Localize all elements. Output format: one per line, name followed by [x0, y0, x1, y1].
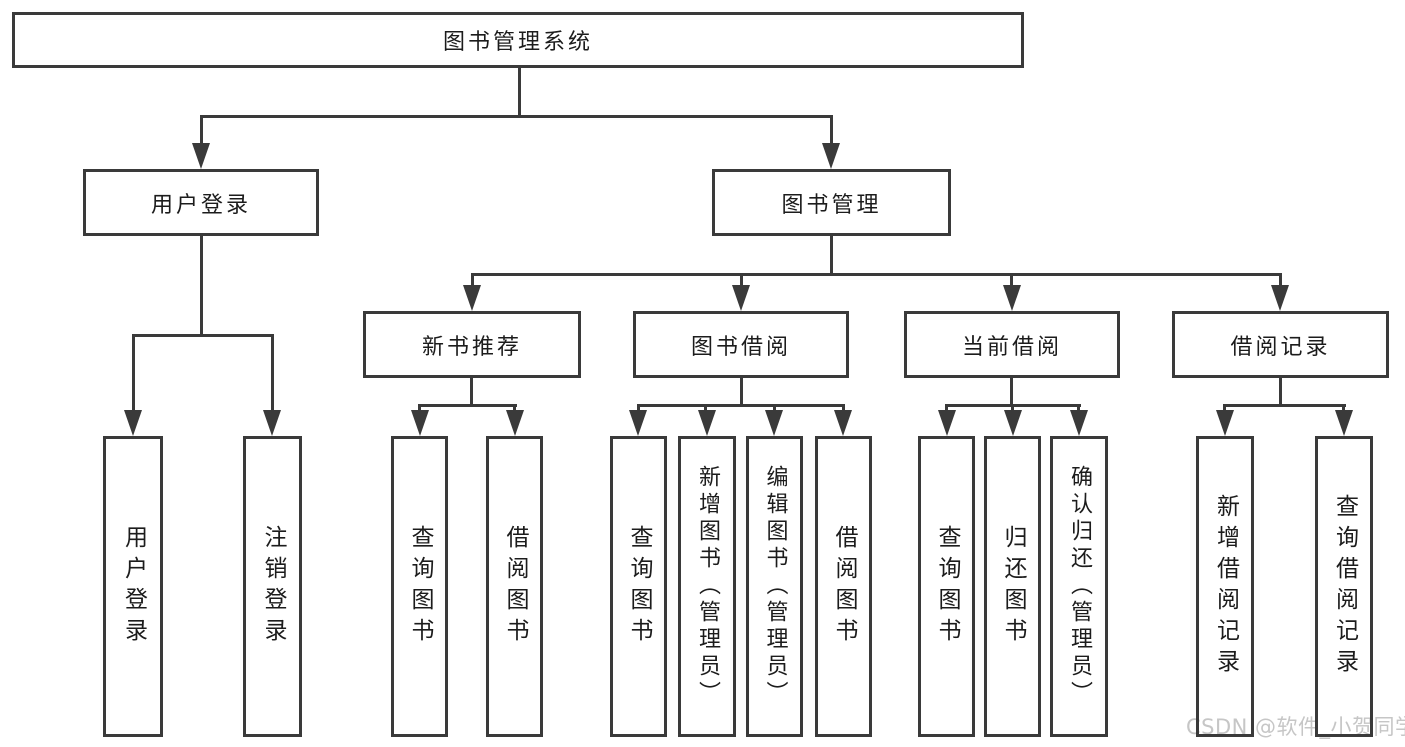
connector: [471, 273, 1281, 276]
arrowhead-down-icon: [732, 285, 750, 311]
connector: [132, 334, 135, 414]
connector: [200, 236, 203, 334]
arrowhead-down-icon: [263, 410, 281, 436]
arrowhead-down-icon: [506, 410, 524, 436]
leaf-label: 查询图书: [407, 524, 433, 649]
leaf-label: 查询借阅记录: [1331, 493, 1358, 680]
arrowhead-down-icon: [1216, 410, 1234, 436]
leaf-label: 新增借阅记录: [1212, 493, 1239, 680]
arrowhead-down-icon: [1335, 410, 1353, 436]
connector: [1223, 404, 1346, 407]
arrowhead-down-icon: [1003, 285, 1021, 311]
arrowhead-down-icon: [1271, 285, 1289, 311]
connector: [200, 115, 203, 151]
csdn-watermark: CSDN @软件_小贺同学: [1186, 715, 1405, 739]
connector: [1010, 273, 1013, 289]
connector: [830, 115, 833, 151]
node-current-borrow: 当前借阅: [904, 311, 1120, 378]
arrowhead-down-icon: [192, 143, 210, 169]
leaf-borrow-query-books: 查询图书: [610, 436, 667, 737]
leaf-label: 查询图书: [934, 524, 960, 649]
leaf-query-borrow-record: 查询借阅记录: [1315, 436, 1373, 737]
connector: [637, 404, 845, 407]
node-borrow-records: 借阅记录: [1172, 311, 1389, 378]
connector: [830, 236, 833, 273]
leaf-logout: 注销登录: [243, 436, 302, 737]
leaf-label: 新增图书（管理员）: [695, 465, 720, 708]
connector: [1010, 378, 1013, 404]
node-book-borrow: 图书借阅: [633, 311, 849, 378]
leaf-label: 确认归还（管理员）: [1067, 465, 1092, 708]
arrowhead-down-icon: [124, 410, 142, 436]
arrowhead-down-icon: [765, 410, 783, 436]
leaf-recommend-borrow-books: 借阅图书: [486, 436, 543, 737]
leaf-borrow-books: 借阅图书: [815, 436, 872, 737]
leaf-add-books-admin: 新增图书（管理员）: [678, 436, 736, 737]
connector: [740, 378, 743, 404]
leaf-confirm-return-admin: 确认归还（管理员）: [1050, 436, 1108, 737]
leaf-label: 借阅图书: [502, 524, 528, 649]
leaf-label: 注销登录: [260, 524, 286, 649]
arrowhead-down-icon: [1004, 410, 1022, 436]
connector: [470, 378, 473, 404]
leaf-label: 编辑图书（管理员）: [762, 465, 788, 708]
leaf-user-login: 用户登录: [103, 436, 163, 737]
connector: [471, 273, 474, 289]
leaf-add-borrow-record: 新增借阅记录: [1196, 436, 1254, 737]
leaf-label: 借阅图书: [831, 524, 857, 649]
node-book-management: 图书管理: [712, 169, 951, 236]
arrowhead-down-icon: [1070, 410, 1088, 436]
arrowhead-down-icon: [938, 410, 956, 436]
connector: [132, 334, 274, 337]
leaf-recommend-query-books: 查询图书: [391, 436, 448, 737]
connector: [271, 334, 274, 414]
connector: [418, 404, 517, 407]
arrowhead-down-icon: [834, 410, 852, 436]
node-user-login: 用户登录: [83, 169, 319, 236]
arrowhead-down-icon: [629, 410, 647, 436]
node-root: 图书管理系统: [12, 12, 1024, 68]
leaf-return-books: 归还图书: [984, 436, 1041, 737]
node-new-book-recommend: 新书推荐: [363, 311, 581, 378]
connector: [740, 273, 743, 289]
arrowhead-down-icon: [698, 410, 716, 436]
connector: [1279, 378, 1282, 404]
arrowhead-down-icon: [463, 285, 481, 311]
connector: [518, 68, 521, 115]
leaf-edit-books-admin: 编辑图书（管理员）: [746, 436, 803, 737]
arrowhead-down-icon: [822, 143, 840, 169]
leaf-label: 用户登录: [120, 524, 147, 649]
leaf-label: 归还图书: [1000, 524, 1026, 649]
arrowhead-down-icon: [411, 410, 429, 436]
connector: [1279, 273, 1282, 289]
leaf-label: 查询图书: [626, 524, 652, 649]
leaf-current-query-books: 查询图书: [918, 436, 975, 737]
connector: [200, 115, 833, 118]
